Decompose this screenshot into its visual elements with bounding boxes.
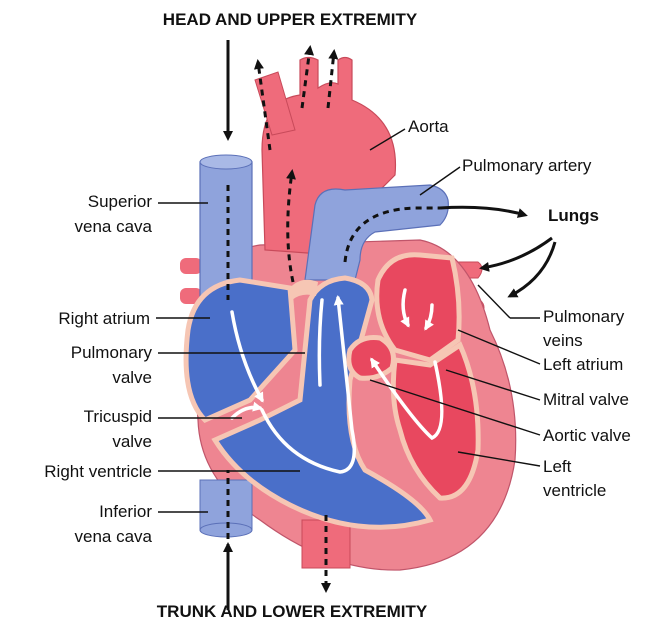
inferior-vena-cava-label-2: vena cava <box>75 527 153 546</box>
aorta-label: Aorta <box>408 117 449 136</box>
pulmonary-artery-label: Pulmonary artery <box>462 156 592 175</box>
lungs-label: Lungs <box>548 206 599 225</box>
left-ventricle-label-2: ventricle <box>543 481 606 500</box>
superior-vena-cava-label-1: Superior <box>88 192 153 211</box>
right-atrium-label: Right atrium <box>58 309 150 328</box>
left-ventricle-label-1: Left <box>543 457 572 476</box>
aortic-valve-region <box>349 338 394 379</box>
top-header: HEAD AND UPPER EXTREMITY <box>163 10 418 29</box>
pulmonary-valve-label-1: Pulmonary <box>71 343 153 362</box>
left-atrium-label: Left atrium <box>543 355 623 374</box>
pulmonary-valve-label-2: valve <box>112 368 152 387</box>
right-pulmonary-veins <box>180 258 202 304</box>
superior-vena-cava-label-2: vena cava <box>75 217 153 236</box>
pulmonary-veins-label-1: Pulmonary <box>543 307 625 326</box>
inferior-vena-cava-label-1: Inferior <box>99 502 152 521</box>
tricuspid-valve-label-1: Tricuspid <box>84 407 152 426</box>
pulmonary-veins-label-2: veins <box>543 331 583 350</box>
right-ventricle-label: Right ventricle <box>44 462 152 481</box>
aortic-valve-label: Aortic valve <box>543 426 631 445</box>
tricuspid-valve-label-2: valve <box>112 432 152 451</box>
bottom-header: TRUNK AND LOWER EXTREMITY <box>157 602 428 621</box>
mitral-valve-label: Mitral valve <box>543 390 629 409</box>
